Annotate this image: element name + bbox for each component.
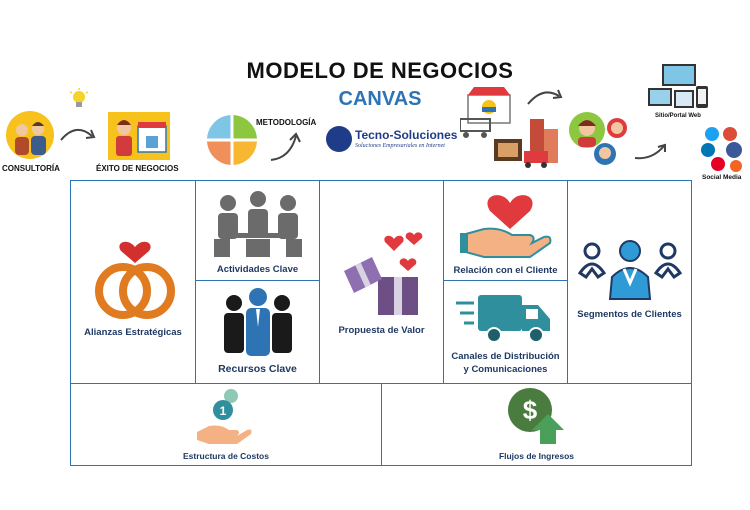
customers-illustration-icon (565, 110, 635, 166)
block-canales: Canales de Distribución y Comunicaciones (443, 280, 568, 384)
actividades-label: Actividades Clave (196, 264, 319, 276)
curved-arrow-icon (525, 86, 565, 108)
svg-text:$: $ (523, 395, 538, 425)
block-costos: 1 Estructura de Costos (70, 383, 382, 466)
brand-logo-icon (325, 125, 353, 153)
customer-segments-icon (578, 237, 682, 303)
relacion-label: Relación con el Cliente (444, 265, 567, 277)
business-success-illustration-icon (108, 112, 170, 160)
hand-heart-icon (460, 185, 552, 259)
curved-arrow-icon (58, 120, 98, 148)
consultoria-label: CONSULTORÍA (2, 164, 60, 173)
curved-arrow-icon (268, 130, 304, 164)
canales-label-1: Canales de Distribución (444, 351, 567, 363)
social-media-icons (698, 126, 746, 174)
page-subtitle: CANVAS (300, 88, 460, 111)
block-alianzas: Alianzas Estratégicas (70, 180, 196, 384)
brand-name: Tecno-Soluciones (355, 128, 457, 142)
block-segmentos: Segmentos de Clientes (567, 180, 692, 384)
block-ingresos: $ Flujos de Ingresos (381, 383, 692, 466)
lightbulb-icon (68, 88, 90, 112)
sitio-web-label: Sitio/Portal Web (655, 113, 701, 119)
ingresos-label: Flujos de Ingresos (382, 450, 691, 462)
methodology-quadrant-icon (205, 113, 259, 167)
gift-hearts-icon (334, 227, 430, 323)
propuesta-label: Propuesta de Valor (320, 325, 443, 337)
metodologia-label: METODOLOGÍA (256, 118, 316, 127)
dollar-growth-icon: $ (504, 386, 570, 446)
consultoria-illustration-icon (5, 110, 55, 160)
block-actividades: Actividades Clave (195, 180, 320, 281)
curved-arrow-icon (632, 140, 672, 164)
social-media-label: Social Media (702, 174, 741, 181)
costos-label: Estructura de Costos (71, 450, 381, 462)
segmentos-label: Segmentos de Clientes (568, 309, 691, 321)
rings-heart-icon (87, 225, 183, 325)
recursos-label: Recursos Clave (196, 363, 319, 375)
block-recursos: Recursos Clave (195, 280, 320, 384)
brand-tagline: Soluciones Empresariales en Internet (355, 143, 445, 149)
team-people-icon (220, 287, 296, 359)
alianzas-label: Alianzas Estratégicas (71, 327, 195, 339)
delivery-truck-icon (456, 291, 556, 347)
meeting-people-icon (210, 189, 306, 259)
page-title: MODELO DE NEGOCIOS (230, 58, 530, 84)
block-propuesta: Propuesta de Valor (319, 180, 444, 384)
devices-icon (648, 64, 710, 110)
canales-label-2: y Comunicaciones (444, 364, 567, 376)
svg-text:1: 1 (220, 404, 227, 418)
hand-coins-icon: 1 (195, 388, 255, 446)
block-relacion: Relación con el Cliente (443, 180, 568, 281)
exito-label: ÉXITO DE NEGOCIOS (96, 164, 179, 173)
